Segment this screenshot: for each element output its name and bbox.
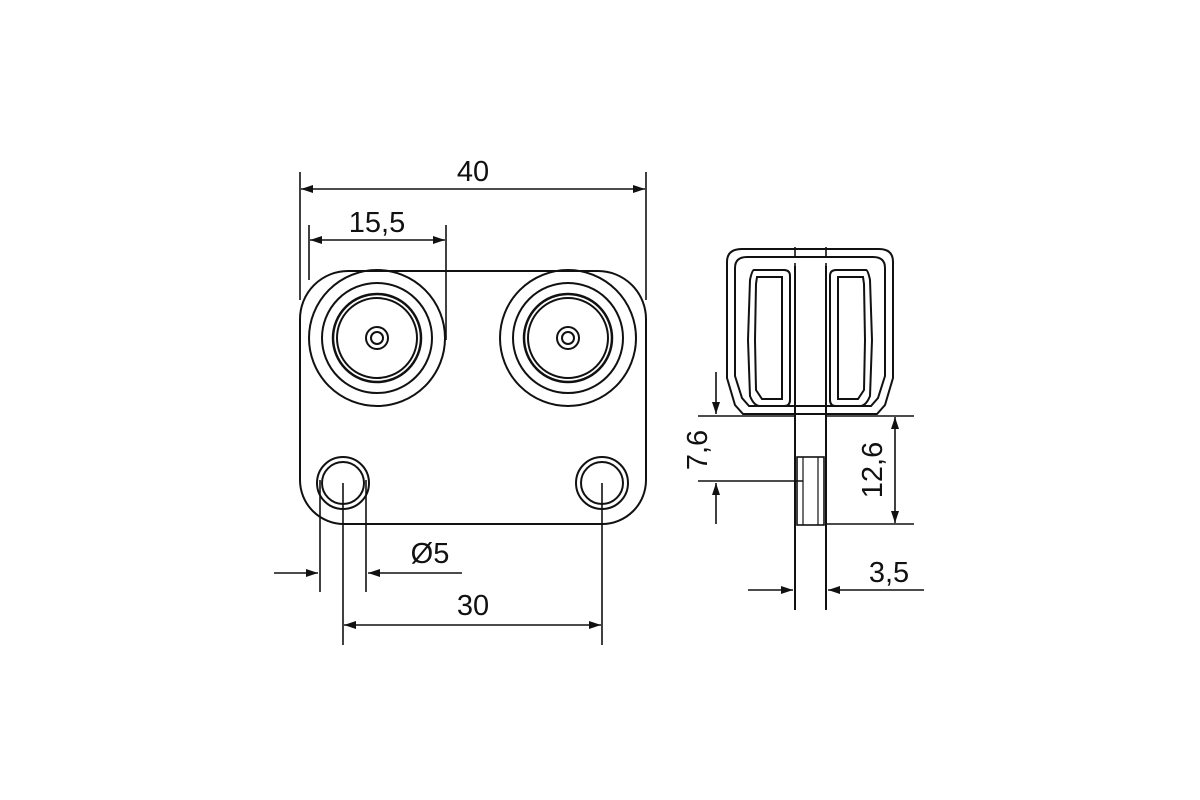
label-wheel-offset: 15,5 bbox=[349, 207, 405, 239]
left-wheel bbox=[308, 269, 446, 407]
label-hole-spacing: 30 bbox=[457, 590, 489, 622]
label-hole-diameter: Ø5 bbox=[411, 538, 450, 570]
side-view bbox=[726, 248, 894, 610]
label-axle-height: 7,6 bbox=[682, 430, 714, 470]
side-left-wheel bbox=[746, 269, 791, 407]
label-plate-thickness: 3,5 bbox=[869, 557, 909, 589]
side-dimensions bbox=[698, 372, 924, 594]
label-overall-width: 40 bbox=[457, 156, 489, 188]
label-plate-height: 12,6 bbox=[857, 442, 889, 498]
side-right-wheel bbox=[829, 269, 874, 407]
right-wheel bbox=[499, 269, 637, 407]
front-dimensions bbox=[274, 172, 647, 645]
side-hidden-lines bbox=[794, 247, 827, 272]
side-bracket-outer bbox=[726, 248, 894, 415]
front-view bbox=[299, 269, 647, 525]
